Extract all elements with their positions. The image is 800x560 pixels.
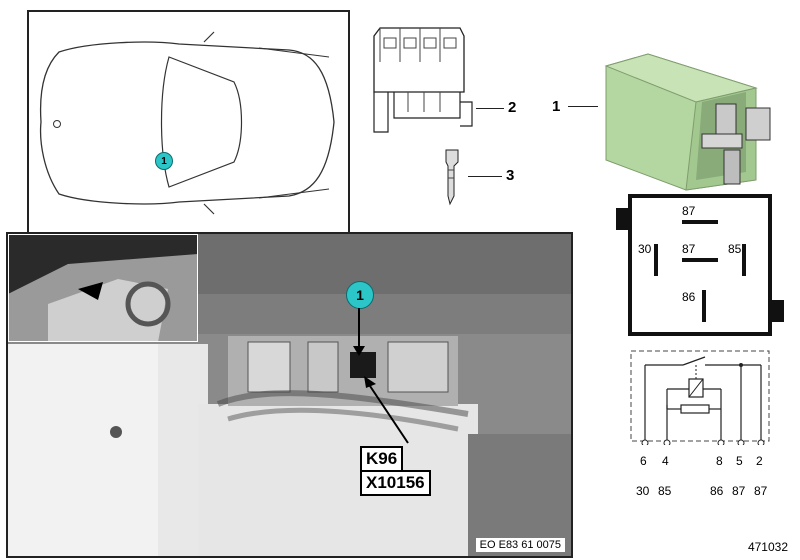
component-label-x10156: X10156 [360, 470, 431, 496]
schematic-pin-2: 8 [716, 454, 723, 468]
pointer-arrows [353, 308, 409, 444]
callout-3: 3 [506, 167, 515, 184]
label-k96: K96 [366, 449, 398, 468]
relay-photo [604, 53, 771, 191]
callout-1: 1 [552, 98, 561, 115]
pin-86: 86 [682, 290, 696, 304]
relay-pin-layout: 87 30 87 85 86 [616, 194, 784, 336]
relay-schematic [630, 350, 770, 445]
layout-notch-right [772, 300, 784, 322]
component-label-k96: K96 [360, 446, 404, 472]
relay-socket-drawing [373, 27, 473, 133]
schematic-pin-4: 2 [756, 454, 763, 468]
installation-photo: 1 K96 X10156 EO E83 61 0075 [6, 232, 573, 558]
pin-85: 85 [728, 242, 742, 256]
location-badge: 1 [346, 281, 374, 309]
label-x10156: X10156 [366, 473, 425, 492]
interior-inset-photo [8, 234, 198, 342]
document-number: 471032 [747, 540, 788, 554]
pin-30: 30 [638, 242, 652, 256]
blade-87-mid [682, 258, 718, 262]
terminal-2: 86 [710, 484, 724, 498]
blade-86 [702, 290, 706, 322]
badge-label: 1 [161, 155, 167, 167]
photo-code: EO E83 61 0075 [475, 538, 565, 552]
leader-1 [568, 106, 598, 108]
leader-3 [468, 176, 502, 178]
schematic-pin-0: 6 [640, 454, 647, 468]
terminal-pin-drawing [445, 149, 459, 206]
blade-87-top [682, 220, 718, 224]
terminal-1: 85 [658, 484, 672, 498]
callout-2: 2 [508, 99, 517, 116]
blade-85 [742, 244, 746, 276]
terminal-3: 87 [732, 484, 746, 498]
layout-notch-left [616, 208, 628, 230]
terminal-4: 87 [754, 484, 768, 498]
schematic-pin-1: 4 [662, 454, 669, 468]
vehicle-location-panel: 1 [27, 10, 350, 246]
location-badge-small: 1 [155, 152, 173, 170]
terminal-0: 30 [636, 484, 650, 498]
schematic-pin-3: 5 [736, 454, 743, 468]
blade-30 [654, 244, 658, 276]
pin-87-top: 87 [682, 204, 696, 218]
photo-badge-label: 1 [356, 287, 364, 303]
pin-87-mid: 87 [682, 242, 696, 256]
leader-2 [476, 108, 504, 110]
car-top-view-outline [39, 31, 335, 215]
